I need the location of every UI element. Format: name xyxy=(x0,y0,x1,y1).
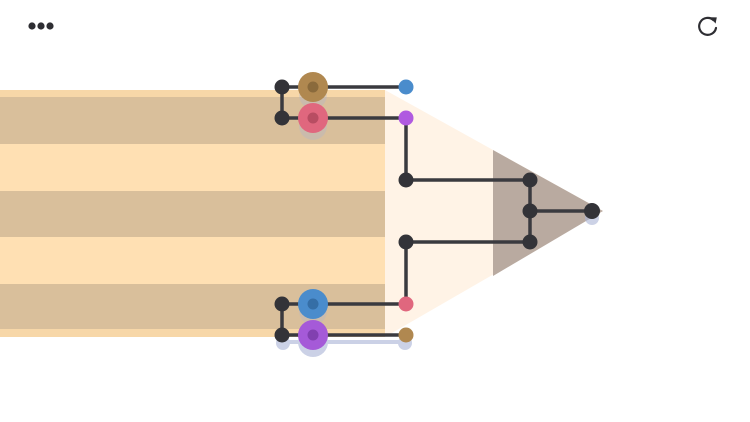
joint-top-left-2[interactable] xyxy=(274,110,290,126)
body-edge-top xyxy=(0,90,385,98)
restart-button[interactable] xyxy=(692,10,724,42)
joint-top-left-1[interactable] xyxy=(274,79,290,95)
joint-right-upper[interactable] xyxy=(522,172,538,188)
joint-right-middle[interactable] xyxy=(522,203,538,219)
menu-button[interactable] xyxy=(22,12,62,40)
joint-tip-output[interactable] xyxy=(584,203,600,219)
body-stripe-4 xyxy=(0,237,385,284)
ellipsis-icon xyxy=(28,22,54,30)
body-edge-bottom xyxy=(0,329,385,337)
restart-icon xyxy=(698,16,718,36)
knob-blue[interactable] xyxy=(298,289,328,319)
joint-mid-upper[interactable] xyxy=(398,172,414,188)
end-dot-gold[interactable] xyxy=(398,327,414,343)
joint-bottom-left-2[interactable] xyxy=(274,327,290,343)
end-dot-pink[interactable] xyxy=(398,296,414,312)
end-dots xyxy=(398,79,414,343)
end-dot-purple[interactable] xyxy=(398,110,414,126)
end-dot-blue[interactable] xyxy=(398,79,414,95)
joint-bottom-left-1[interactable] xyxy=(274,296,290,312)
knob-pink[interactable] xyxy=(298,103,328,133)
joint-mid-lower[interactable] xyxy=(398,234,414,250)
joint-group xyxy=(274,79,600,343)
knob-gold[interactable] xyxy=(298,72,328,102)
joint-right-lower[interactable] xyxy=(522,234,538,250)
knob-purple[interactable] xyxy=(298,320,328,350)
body-stripe-3 xyxy=(0,191,385,237)
body-stripe-2 xyxy=(0,144,385,191)
